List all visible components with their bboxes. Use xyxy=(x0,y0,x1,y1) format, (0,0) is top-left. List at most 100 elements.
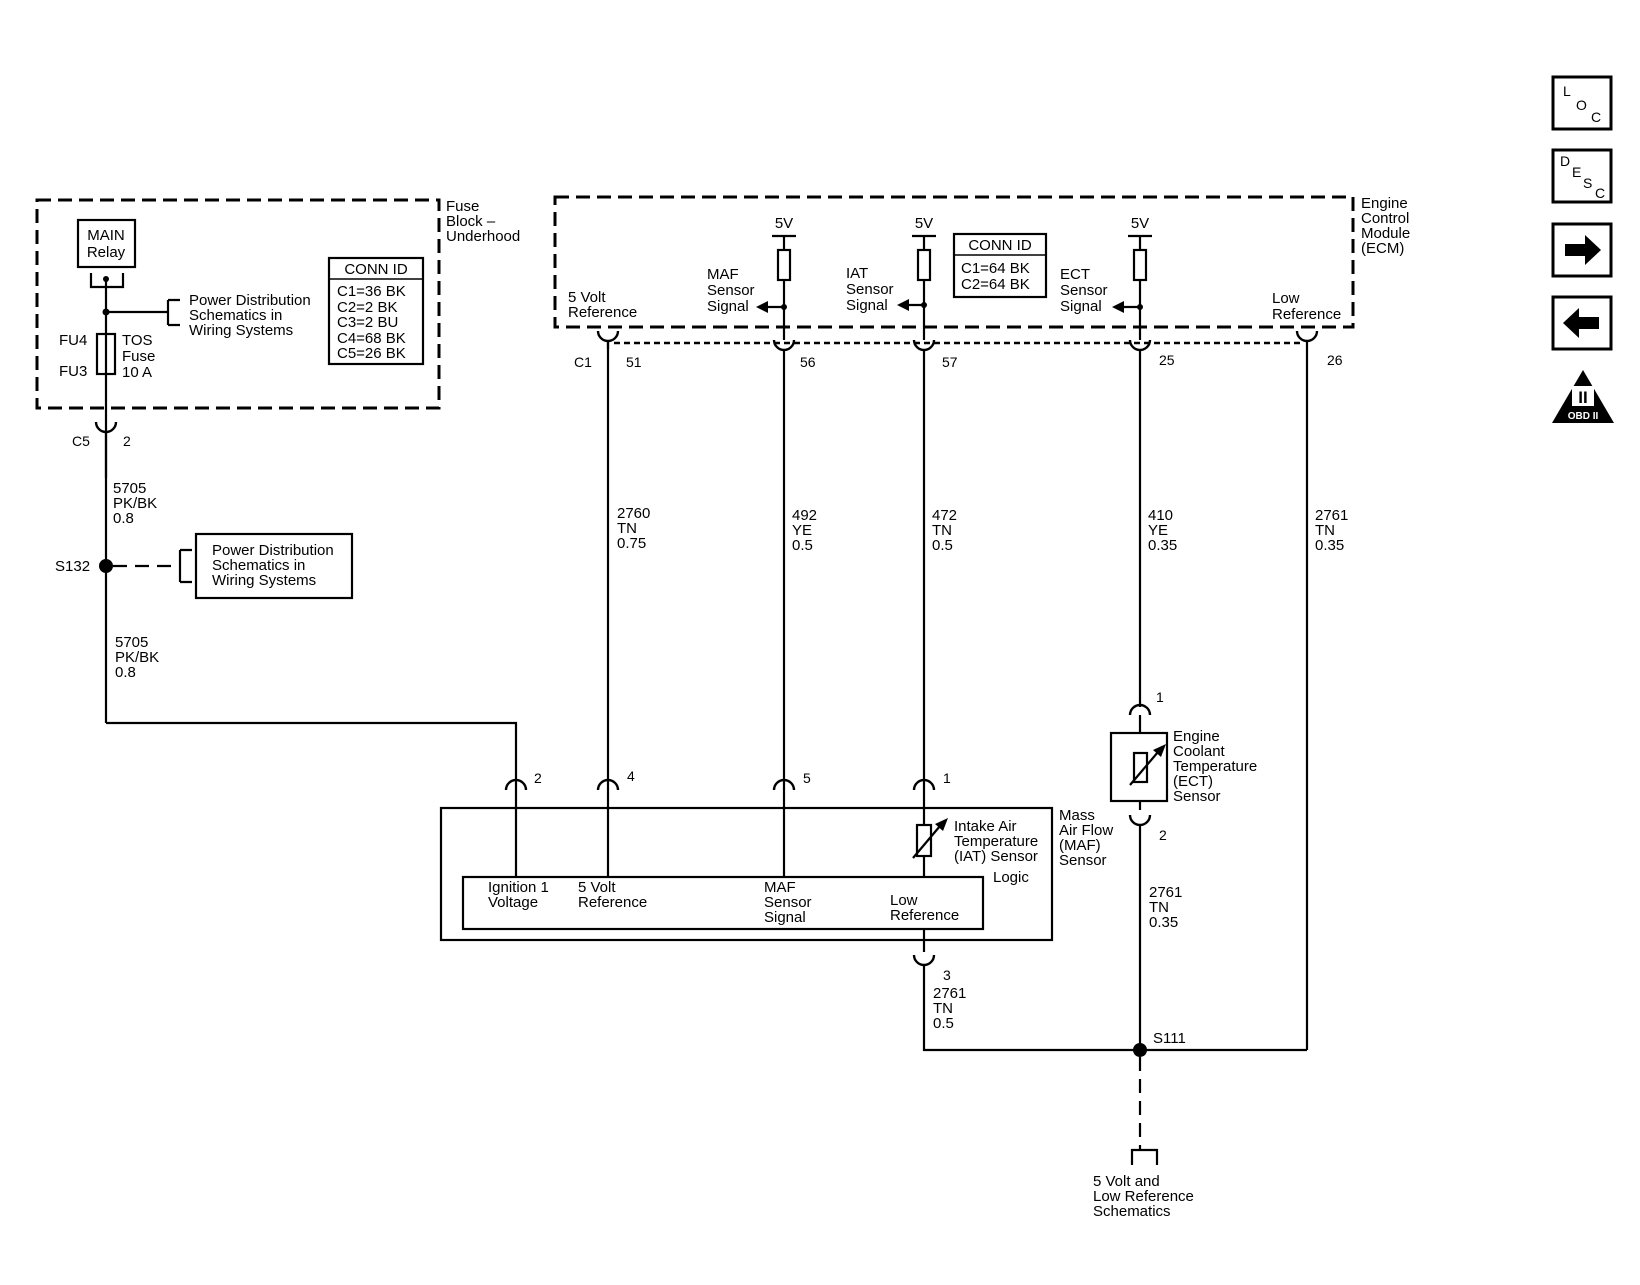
svg-text:0.8: 0.8 xyxy=(115,664,136,681)
ecm-pin-56: 56 xyxy=(772,339,816,370)
wire-5705-upper-label: 5705 PK/BK 0.8 xyxy=(113,480,157,527)
svg-text:S111: S111 xyxy=(1153,1030,1186,1047)
svg-text:C1: C1 xyxy=(574,354,592,370)
svg-text:10 A: 10 A xyxy=(122,364,152,381)
wire-2760-label: 2760 TN 0.75 xyxy=(617,505,650,552)
svg-text:C1=36 BK: C1=36 BK xyxy=(337,283,406,300)
ecm-maf-signal-label: MAF Sensor Signal xyxy=(707,266,755,315)
arrow-right-icon xyxy=(1565,235,1601,265)
svg-text:Wiring Systems: Wiring Systems xyxy=(189,322,293,339)
svg-text:O: O xyxy=(1576,97,1587,113)
svg-text:FU3: FU3 xyxy=(59,363,87,380)
svg-text:PK/BK: PK/BK xyxy=(113,495,157,512)
svg-text:26: 26 xyxy=(1327,352,1343,368)
svg-text:C4=68 BK: C4=68 BK xyxy=(337,330,406,347)
svg-text:IAT: IAT xyxy=(846,265,868,282)
svg-text:5 Volt: 5 Volt xyxy=(578,879,616,896)
ect-pullup-resistor: 5V xyxy=(1112,215,1152,340)
svg-text:5V: 5V xyxy=(775,215,793,232)
next-button[interactable] xyxy=(1551,222,1613,278)
svg-text:0.35: 0.35 xyxy=(1315,537,1344,554)
maf-pin-5: 5 xyxy=(772,770,811,791)
maf-ignition-voltage-label: Ignition 1 Voltage xyxy=(488,879,549,911)
wire-472-label: 472 TN 0.5 xyxy=(932,507,957,554)
svg-text:0.5: 0.5 xyxy=(933,1015,954,1032)
svg-text:1: 1 xyxy=(943,770,951,786)
ect-sensor xyxy=(1109,731,1169,803)
fuse-block-conn-id-table: CONN ID C1=36 BK C2=2 BK C3=2 BU C4=68 B… xyxy=(327,256,425,366)
ecm-low-reference-label: Low Reference xyxy=(1272,290,1341,323)
desc-button[interactable]: D E S C xyxy=(1551,148,1613,204)
svg-text:TN: TN xyxy=(932,522,952,539)
maf-pin-4: 4 xyxy=(596,768,635,791)
splice-s132 xyxy=(99,559,113,573)
svg-text:Low Reference: Low Reference xyxy=(1093,1188,1194,1205)
svg-text:2: 2 xyxy=(123,433,131,449)
svg-text:(ECM): (ECM) xyxy=(1361,240,1404,257)
svg-text:Power Distribution: Power Distribution xyxy=(212,542,334,559)
svg-text:Temperature: Temperature xyxy=(1173,758,1257,775)
ect-pin-1: 1 xyxy=(1128,689,1164,716)
ecm-5v-reference-label: 5 Volt Reference xyxy=(568,289,637,321)
svg-text:C3=2 BU: C3=2 BU xyxy=(337,314,398,331)
svg-text:Temperature: Temperature xyxy=(954,833,1038,850)
svg-text:Reference: Reference xyxy=(568,304,637,321)
svg-text:2: 2 xyxy=(1159,827,1167,843)
svg-text:II: II xyxy=(1578,388,1587,407)
svg-text:D: D xyxy=(1560,153,1570,169)
svg-text:2761: 2761 xyxy=(1315,507,1348,524)
svg-text:Schematics in: Schematics in xyxy=(212,557,305,574)
splice-s111 xyxy=(1133,1043,1147,1057)
back-button[interactable] xyxy=(1551,295,1613,351)
svg-text:Coolant: Coolant xyxy=(1173,743,1226,760)
svg-text:0.75: 0.75 xyxy=(617,535,646,552)
svg-text:Low: Low xyxy=(890,892,918,909)
power-distribution-ref-1: Power Distribution Schematics in Wiring … xyxy=(189,292,311,339)
svg-text:TN: TN xyxy=(1149,899,1169,916)
svg-text:1: 1 xyxy=(1156,689,1164,705)
iat-sensor: Intake Air Temperature (IAT) Sensor xyxy=(912,818,1038,865)
svg-text:57: 57 xyxy=(942,354,958,370)
svg-text:Intake Air: Intake Air xyxy=(954,818,1017,835)
ecm-boundary xyxy=(553,195,1355,329)
svg-text:CONN ID: CONN ID xyxy=(968,237,1032,254)
svg-text:S132: S132 xyxy=(55,558,90,575)
svg-text:C1=64 BK: C1=64 BK xyxy=(961,260,1030,277)
svg-text:Low: Low xyxy=(1272,290,1300,307)
arrow-left-icon xyxy=(1563,308,1599,338)
svg-text:Wiring Systems: Wiring Systems xyxy=(212,572,316,589)
svg-text:3: 3 xyxy=(943,967,951,983)
wire-2761-maf-label: 2761 TN 0.5 xyxy=(933,985,966,1032)
svg-text:Reference: Reference xyxy=(1272,306,1341,323)
fuse-block-label: Fuse Block – Underhood xyxy=(446,198,520,245)
svg-text:2: 2 xyxy=(534,770,542,786)
wire-2761-ecm-label: 2761 TN 0.35 xyxy=(1315,507,1348,554)
svg-text:C5: C5 xyxy=(72,433,90,449)
loc-button[interactable]: L O C xyxy=(1551,75,1613,131)
svg-text:5705: 5705 xyxy=(113,480,146,497)
wire-2761-maf xyxy=(922,965,1307,1052)
svg-text:TN: TN xyxy=(617,520,637,537)
svg-text:492: 492 xyxy=(792,507,817,524)
ecm-pin-57: 57 xyxy=(912,339,958,370)
svg-text:Block –: Block – xyxy=(446,213,496,230)
svg-text:MAF: MAF xyxy=(707,266,739,283)
svg-text:5: 5 xyxy=(803,770,811,786)
svg-text:(IAT) Sensor: (IAT) Sensor xyxy=(954,848,1038,865)
obd-ii-button[interactable]: II OBD II xyxy=(1552,370,1614,423)
svg-text:Sensor: Sensor xyxy=(1173,788,1221,805)
svg-text:TN: TN xyxy=(933,1000,953,1017)
ecm-pin-26: 26 xyxy=(1295,330,1343,368)
ecm-iat-signal-label: IAT Sensor Signal xyxy=(846,265,894,314)
ecm-ect-signal-label: ECT Sensor Signal xyxy=(1060,266,1108,315)
maf-pin-1: 1 xyxy=(912,770,951,791)
maf-signal-label: MAF Sensor Signal xyxy=(764,879,812,926)
svg-text:Voltage: Voltage xyxy=(488,894,538,911)
svg-text:0.5: 0.5 xyxy=(932,537,953,554)
svg-text:Sensor: Sensor xyxy=(1059,852,1107,869)
svg-text:OBD II: OBD II xyxy=(1568,411,1599,422)
svg-text:Schematics: Schematics xyxy=(1093,1203,1171,1220)
svg-text:Sensor: Sensor xyxy=(1060,282,1108,299)
svg-text:MAIN: MAIN xyxy=(87,227,125,244)
